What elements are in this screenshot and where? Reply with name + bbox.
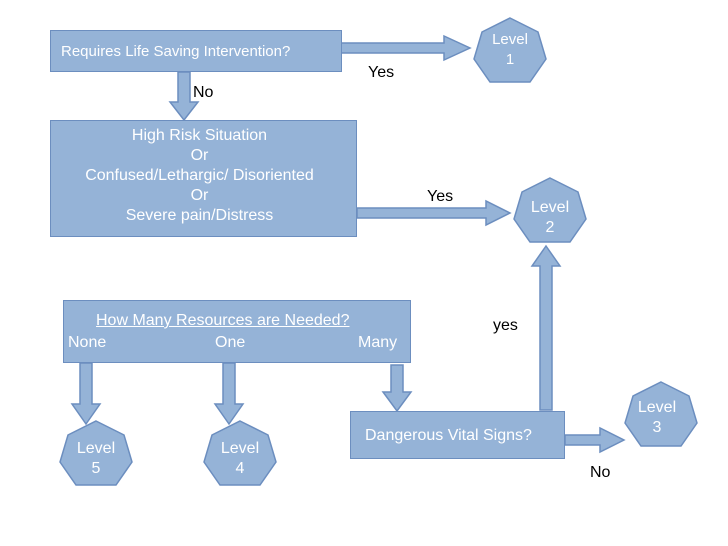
life-saving-box: Requires Life Saving Intervention? <box>50 30 342 72</box>
edge-label-yes-level2: Yes <box>427 188 454 205</box>
level1-shape <box>473 17 547 83</box>
edge-label-yes-level1: Yes <box>368 64 395 81</box>
level4-number: 4 <box>235 460 245 477</box>
level2-shape <box>513 177 587 243</box>
arrow-many-down <box>381 364 413 413</box>
high-risk-box: High Risk Situation Or Confused/Lethargi… <box>50 120 357 237</box>
high-risk-line2: Or <box>190 147 209 164</box>
level5-word: Level <box>76 440 116 457</box>
high-risk-line3: Confused/Lethargic/ Disoriented <box>85 167 314 184</box>
level1-word: Level <box>492 31 528 48</box>
resources-option-many: Many <box>358 334 398 351</box>
level3-number: 3 <box>652 419 662 436</box>
high-risk-line1: High Risk Situation <box>131 127 268 144</box>
level4-word: Level <box>220 440 260 457</box>
level1-number: 1 <box>505 51 515 68</box>
level1-text: Level 1 <box>480 30 540 70</box>
level5-text: Level 5 <box>66 439 126 479</box>
arrow-to-level2 <box>356 199 512 227</box>
arrow-vital-up-to-level2 <box>530 244 562 411</box>
level3-word: Level <box>637 399 677 416</box>
level3-text: Level 3 <box>627 398 687 438</box>
resources-option-one: One <box>215 334 246 351</box>
arrow-to-level1 <box>339 34 472 62</box>
edge-label-no-high-risk: No <box>193 84 214 101</box>
level4-shape <box>203 420 277 486</box>
resources-option-none: None <box>68 334 107 351</box>
edge-label-yes-vital: yes <box>493 317 518 334</box>
level2-number: 2 <box>545 219 555 236</box>
arrow-none-down <box>70 362 102 426</box>
edge-label-no-vital: No <box>590 464 611 481</box>
arrow-one-down <box>213 362 245 426</box>
level2-word: Level <box>530 199 570 216</box>
level5-shape <box>59 420 133 486</box>
arrow-life-saving-down <box>168 71 200 122</box>
vital-signs-box: Dangerous Vital Signs? <box>350 411 565 459</box>
resources-title: How Many Resources are Needed? <box>96 312 350 329</box>
level5-number: 5 <box>91 460 101 477</box>
level2-text: Level 2 <box>520 198 580 238</box>
high-risk-line4: Or <box>190 187 209 204</box>
level3-shape <box>624 381 698 447</box>
arrow-to-level3 <box>564 426 626 454</box>
resources-box: How Many Resources are Needed? None One … <box>63 300 411 363</box>
level4-text: Level 4 <box>210 439 270 479</box>
life-saving-label: Requires Life Saving Intervention? <box>61 43 291 60</box>
high-risk-line5: Severe pain/Distress <box>125 207 274 224</box>
vital-signs-label: Dangerous Vital Signs? <box>365 427 532 444</box>
